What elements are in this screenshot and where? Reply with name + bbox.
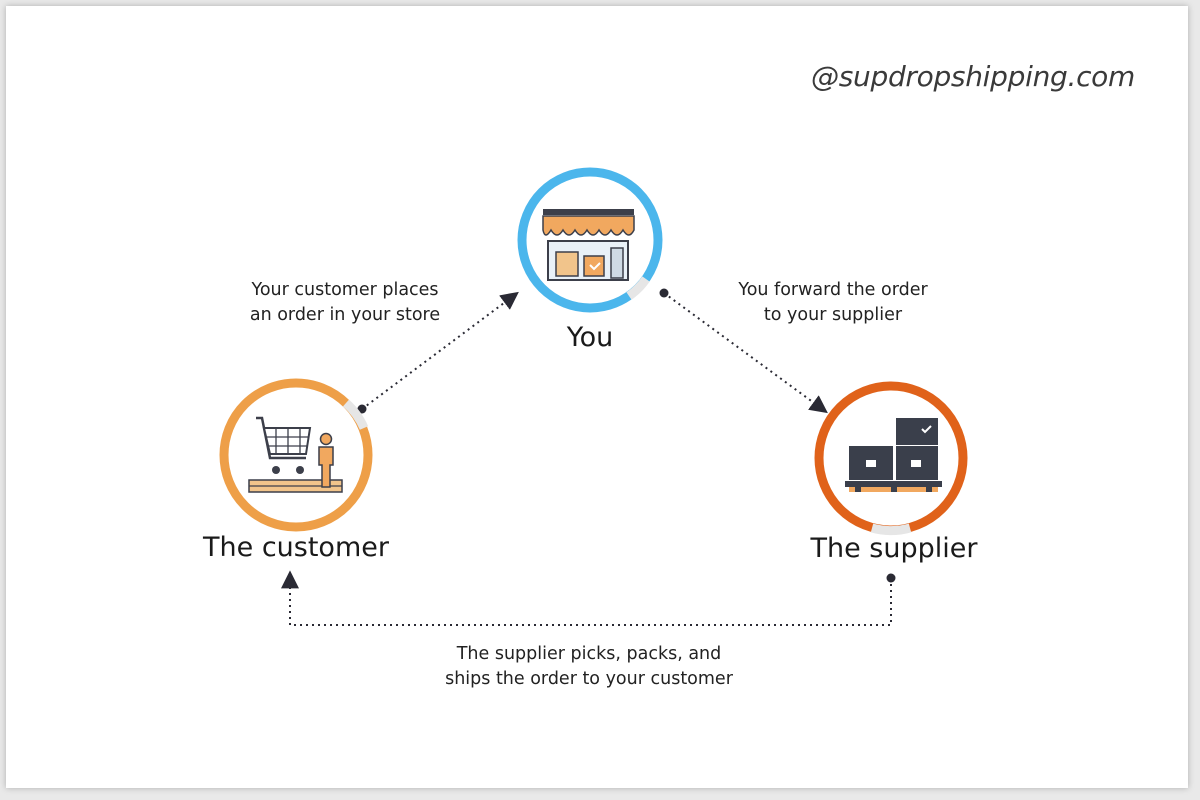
step-line-2: ships the order to your customer: [445, 669, 733, 689]
arrow-customer-to-you: [357, 291, 519, 414]
boxes-pallet-icon: [845, 418, 942, 492]
step-label-supplier-to-customer: The supplier picks, packs, and ships the…: [416, 642, 762, 692]
node-label-supplier: The supplier: [810, 533, 978, 564]
arrow-you-to-supplier: [659, 288, 828, 414]
diagram-card: [6, 6, 1188, 788]
step-line-1: You forward the order: [738, 280, 928, 300]
node-you: [517, 167, 663, 313]
step-line-2: to your supplier: [763, 305, 903, 325]
watermark: @supdropshipping.com: [811, 60, 1135, 93]
shopping-cart-person-icon: [248, 416, 343, 493]
step-line-2: an order in your store: [249, 305, 441, 325]
step-line-1: The supplier picks, packs, and: [456, 644, 722, 664]
step-label-customer-to-you: Your customer places an order in your st…: [214, 278, 476, 328]
step-label-you-to-supplier: You forward the order to your supplier: [706, 278, 960, 328]
step-line-1: Your customer places: [251, 280, 439, 300]
arrow-supplier-to-customer: [281, 570, 896, 626]
node-label-customer: The customer: [203, 532, 389, 563]
store-icon: [542, 209, 635, 281]
node-supplier: [814, 381, 968, 536]
node-label-you: You: [566, 322, 614, 353]
node-customer: [219, 378, 373, 532]
